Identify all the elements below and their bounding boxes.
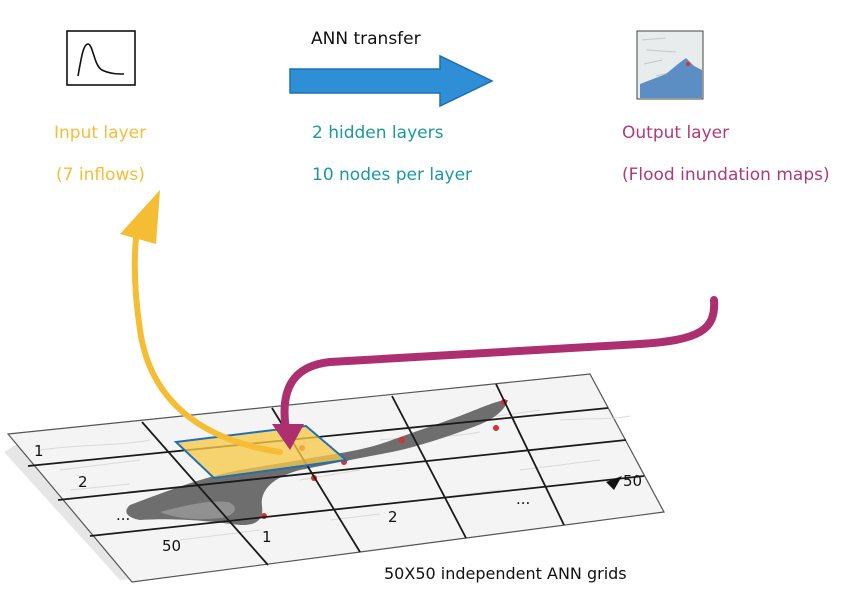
row-label-2: 2 <box>78 473 88 491</box>
highlighted-grid-cell <box>173 424 349 480</box>
input-layer-subtitle: (7 inflows) <box>56 165 145 185</box>
row-label-50: 50 <box>162 537 181 555</box>
hidden-layers-label: 2 hidden layers <box>312 123 444 143</box>
hydrograph-icon <box>66 30 136 86</box>
output-arrowhead <box>272 424 304 450</box>
ann-transfer-arrow <box>288 54 496 113</box>
map-texture <box>39 409 631 541</box>
row-label-ellipsis: ... <box>116 506 130 524</box>
col-label-2: 2 <box>388 508 398 526</box>
flood-map-icon <box>636 30 704 100</box>
output-layer-title: Output layer <box>622 123 730 143</box>
output-layer-subtitle: (Flood inundation maps) <box>622 165 830 185</box>
grid-caption: 50X50 independent ANN grids <box>384 564 627 583</box>
output-curve-arrow <box>280 296 719 434</box>
nodes-per-layer-label: 10 nodes per layer <box>312 165 473 185</box>
col-label-1: 1 <box>262 528 272 546</box>
grid-sheet <box>6 373 665 583</box>
col-label-ellipsis: ... <box>516 490 530 508</box>
row-label-1: 1 <box>34 442 44 460</box>
ann-transfer-label: ANN transfer <box>311 29 421 49</box>
input-arrowhead <box>120 190 160 244</box>
corner-label-50: 50 <box>623 472 642 490</box>
input-layer-title: Input layer <box>54 123 147 143</box>
input-curve-arrow <box>131 235 283 455</box>
corner-pointer-icon <box>606 476 622 490</box>
